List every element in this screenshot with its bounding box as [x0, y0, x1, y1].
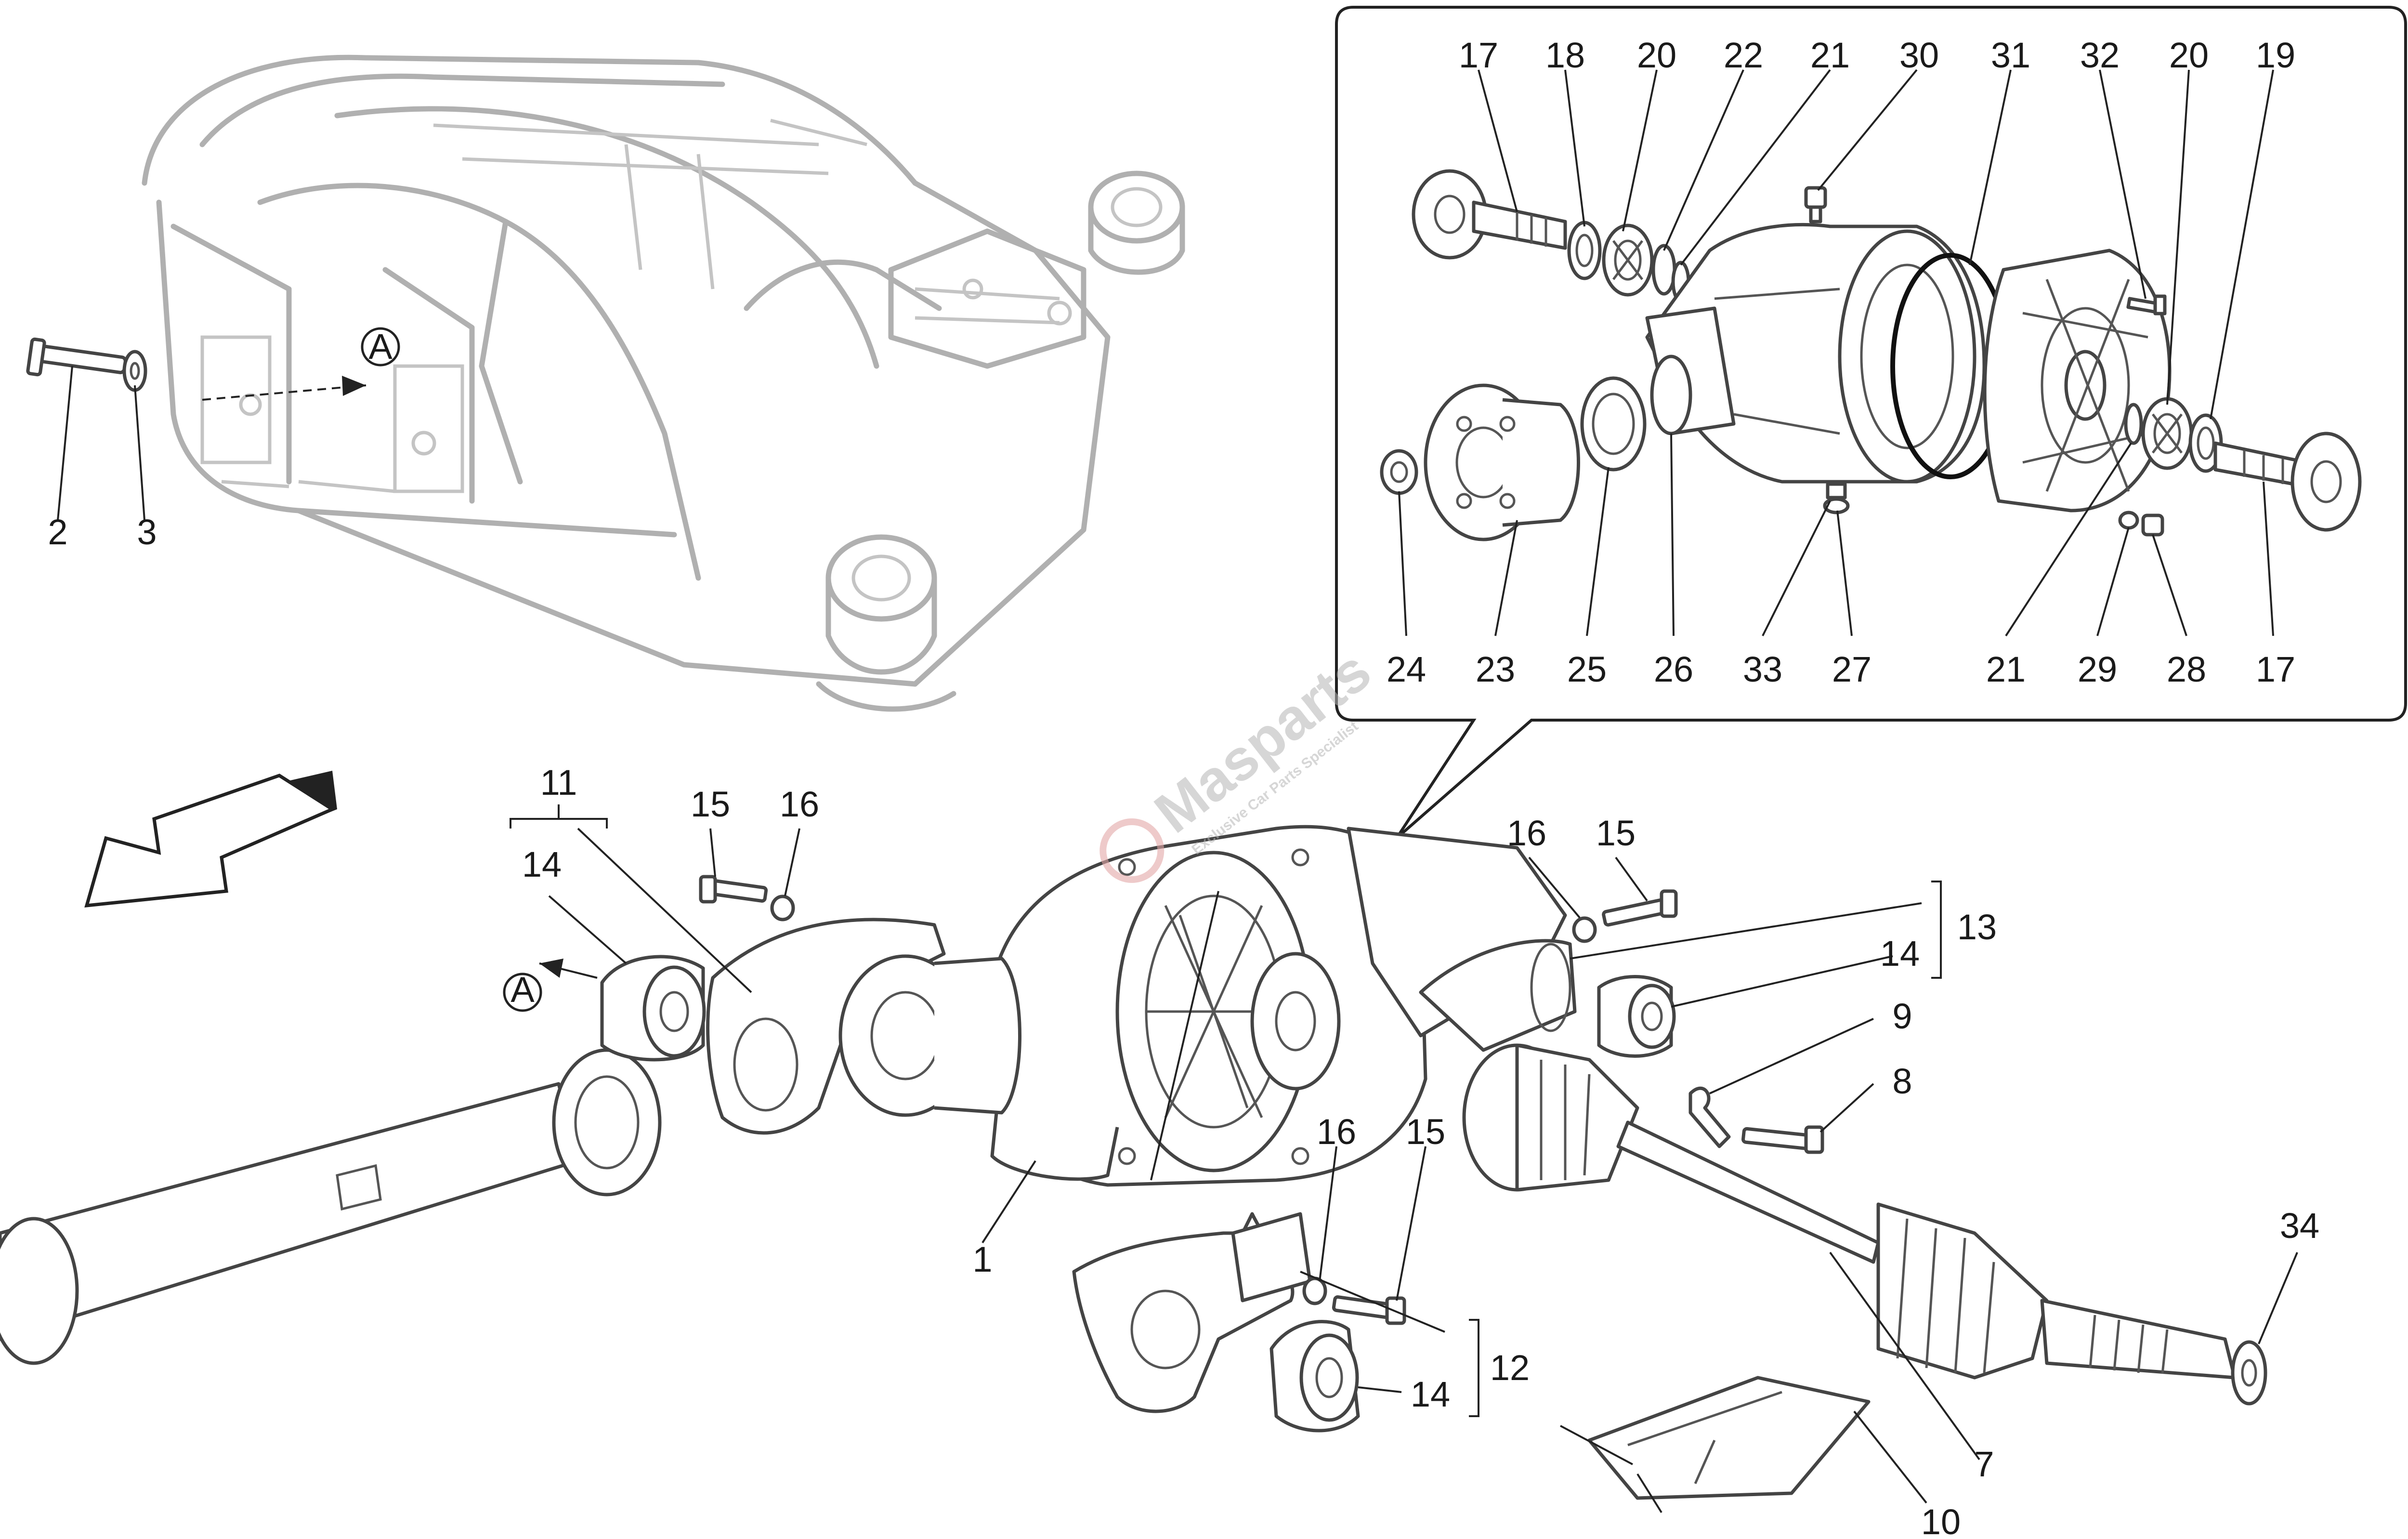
subframe-bolt-2 — [26, 337, 127, 377]
label-14-front: 14 — [522, 844, 562, 884]
detail-plug-28 — [2141, 513, 2164, 537]
detail-seal-19 — [2188, 413, 2223, 473]
label-11: 11 — [540, 763, 577, 802]
label-13: 13 — [1957, 907, 1997, 947]
drive-shaft-7 — [1462, 1043, 2237, 1380]
detail-seal-18 — [1567, 221, 1602, 280]
label-9: 9 — [1892, 996, 1912, 1036]
label-27: 27 — [1832, 649, 1871, 689]
detail-ring-22 — [1651, 244, 1676, 296]
callout-marker-a-main — [503, 959, 598, 1012]
pinion-flange-main — [838, 954, 1021, 1117]
label-25: 25 — [1567, 649, 1607, 689]
rear-mount-crossbar — [1347, 827, 1577, 1052]
front-direction-arrow — [82, 771, 337, 910]
label-17-top: 17 — [1459, 35, 1498, 75]
label-31: 31 — [1991, 35, 2030, 75]
bushing-14-rear-right — [1597, 975, 1676, 1058]
rear-subframe-drawing — [142, 54, 1185, 712]
detail-bearing-20-left — [1602, 224, 1654, 297]
lower-mount-bracket-12 — [1072, 1212, 1312, 1413]
detail-pinion-flange-23 — [1424, 383, 1580, 541]
detail-circlip-21-right — [2124, 403, 2143, 445]
label-14-right: 14 — [1880, 934, 1920, 973]
washer-34 — [2231, 1340, 2267, 1406]
detail-leader-lines — [1398, 69, 2274, 637]
label-10: 10 — [1921, 1502, 1961, 1539]
label-24: 24 — [1387, 649, 1426, 689]
label-20-top-right: 20 — [2169, 35, 2209, 75]
label-12: 12 — [1490, 1348, 1530, 1388]
label-30: 30 — [1899, 35, 1939, 75]
label-28: 28 — [2167, 649, 2206, 689]
label-15-lower: 15 — [1406, 1112, 1445, 1152]
label-3: 3 — [137, 512, 157, 552]
detail-breather-30 — [1804, 186, 1827, 224]
propeller-shaft — [0, 1048, 662, 1365]
bolt-15-right — [1602, 889, 1678, 927]
label-17-bottom: 17 — [2256, 649, 2295, 689]
label-33: 33 — [1743, 649, 1782, 689]
label-34: 34 — [2280, 1206, 2319, 1246]
bolt-8 — [1741, 1125, 1824, 1154]
detail-ring-26 — [1650, 355, 1692, 435]
label-16-front: 16 — [780, 784, 819, 824]
label-23: 23 — [1476, 649, 1515, 689]
detail-seal-25 — [1580, 376, 1647, 472]
heat-shield-10 — [1560, 1376, 1871, 1513]
label-21-bottom: 21 — [1986, 649, 2026, 689]
label-29: 29 — [2078, 649, 2117, 689]
label-19: 19 — [2256, 35, 2295, 75]
washer-16-front — [770, 894, 795, 921]
washer-16-lower — [1302, 1276, 1327, 1305]
detail-bolt-32 — [2126, 294, 2167, 316]
label-15-front: 15 — [691, 784, 730, 824]
label-1: 1 — [972, 1239, 992, 1279]
bushing-14-lower — [1269, 1320, 1360, 1433]
clamp-9 — [1688, 1086, 1731, 1148]
label-14-lower: 14 — [1411, 1374, 1450, 1414]
label-32: 32 — [2080, 35, 2120, 75]
label-20-top-left: 20 — [1637, 35, 1676, 75]
washer-16-right — [1572, 916, 1597, 943]
label-2: 2 — [48, 512, 67, 552]
callout-a-main-text: A — [510, 970, 535, 1010]
label-7: 7 — [1974, 1444, 1994, 1484]
detail-side-cover — [1983, 249, 2172, 513]
detail-nut-33-27 — [1823, 482, 1850, 514]
callout-marker-a-subframe — [202, 327, 400, 401]
label-16-lower: 16 — [1317, 1112, 1356, 1152]
label-18: 18 — [1545, 35, 1585, 75]
label-15-right: 15 — [1596, 813, 1636, 853]
label-22: 22 — [1724, 35, 1763, 75]
callout-a-subframe-text: A — [368, 327, 393, 367]
part-number-labels: 2 3 A 17 18 20 22 21 30 31 32 20 19 24 2… — [48, 35, 2319, 1539]
detail-seal-24 — [1380, 449, 1418, 495]
detail-plug-29 — [2118, 511, 2139, 530]
subframe-washer-3 — [122, 350, 147, 392]
label-8: 8 — [1892, 1061, 1912, 1101]
label-21-top: 21 — [1810, 35, 1850, 75]
label-16-right: 16 — [1507, 813, 1546, 853]
main-leader-lines — [510, 804, 2298, 1504]
label-26: 26 — [1654, 649, 1693, 689]
bushing-14-front — [600, 955, 706, 1062]
detail-axle-flange-left — [1412, 169, 1567, 260]
detail-axle-flange-right — [2213, 432, 2362, 532]
bolt-15-front — [699, 875, 768, 904]
detail-bearing-20-right — [2141, 397, 2193, 470]
